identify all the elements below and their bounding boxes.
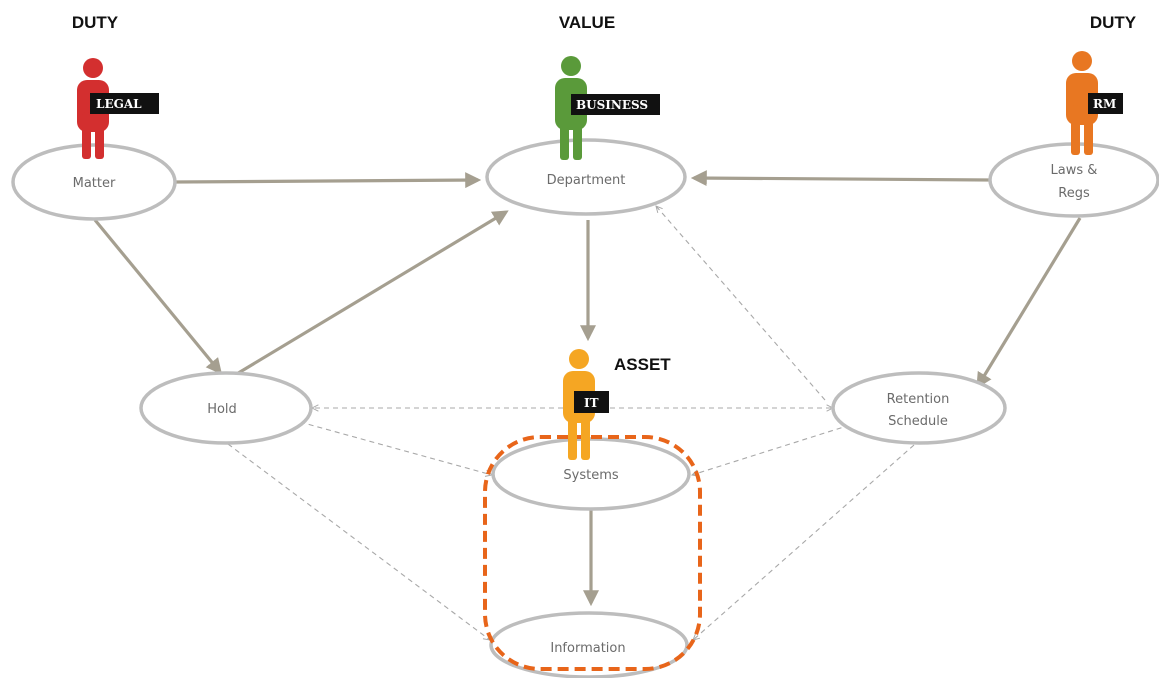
legal-role-badge [90,93,159,114]
department-label: Department [547,173,626,188]
business-role-label: BUSINESS [576,98,648,112]
legal-duty-header: DUTY [72,13,119,32]
retention-schedule-node [831,371,1007,445]
value-header: VALUE [559,13,615,32]
business-role-badge [571,94,660,115]
hold-label: Hold [207,402,237,417]
retention-label-line2: Schedule [888,414,948,429]
matter-label: Matter [73,176,116,191]
department-node [485,138,687,216]
systems-information-highlight [483,435,702,671]
dashed-arrow-retention-to-department [656,206,826,401]
laws-regs-label-line2: Regs [1058,186,1090,201]
information-label: Information [550,641,625,656]
it-role-label: IT [584,396,599,410]
rm-role-label: RM [1093,97,1116,111]
matter-node [11,143,177,221]
arrow-laws-to-retention [976,217,1082,389]
arrow-matter-to-department [174,172,482,189]
legal-role-label: LEGAL [96,97,142,111]
hold-node [139,371,313,445]
rm-role-badge [1088,93,1123,114]
asset-header: ASSET [614,355,671,374]
retention-label-line1: Retention [887,392,950,407]
information-node [489,611,689,678]
laws-regs-label-line1: Laws & [1051,163,1098,178]
arrow-matter-to-hold [93,218,223,375]
dashed-arrow-hold-to-systems [299,421,492,475]
dashed-arrow-retention-to-information [693,444,915,640]
it-role-badge [574,391,609,413]
arrow-hold-to-department [229,210,509,380]
systems-label: Systems [563,468,618,483]
dashed-arrow-retention-to-systems [692,424,851,475]
arrow-laws-to-department [690,170,991,187]
rm-duty-header: DUTY [1090,13,1137,32]
dashed-arrow-hold-to-information [227,443,490,640]
